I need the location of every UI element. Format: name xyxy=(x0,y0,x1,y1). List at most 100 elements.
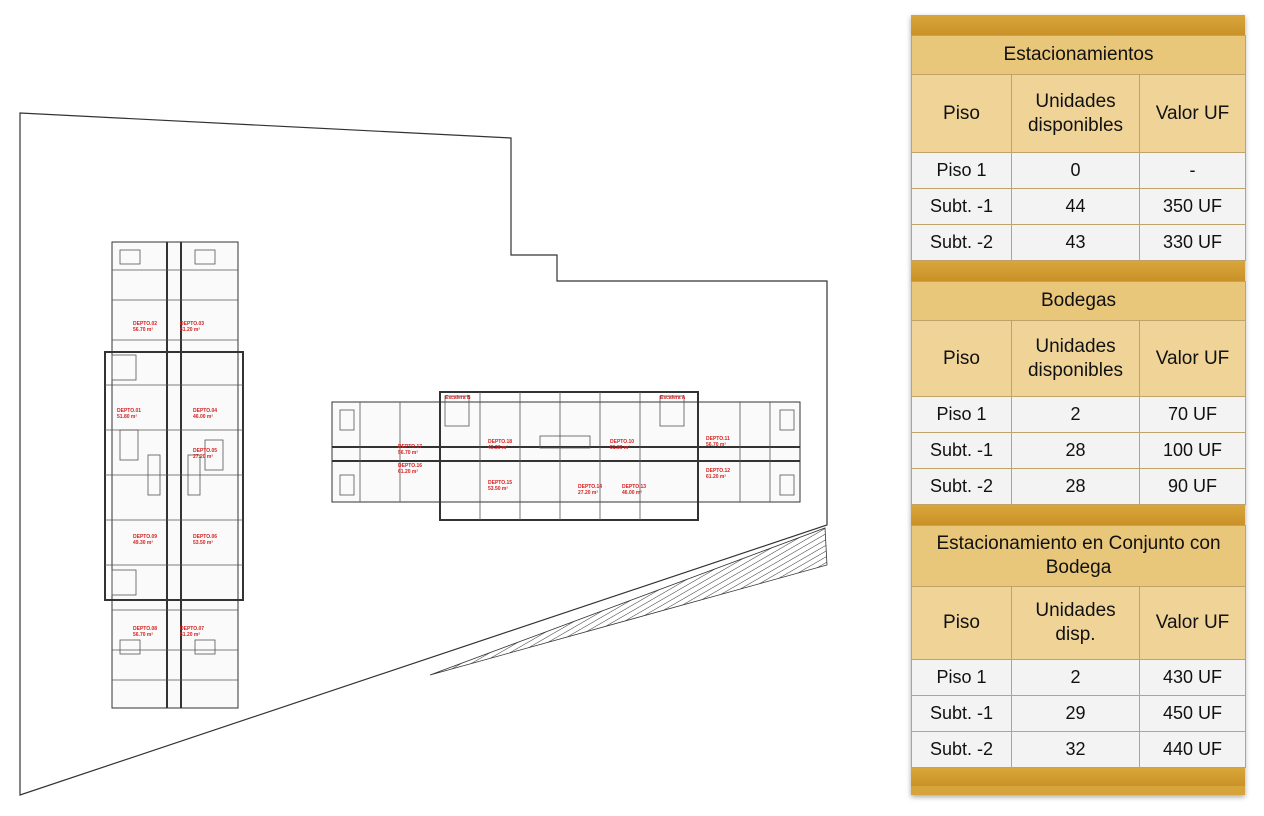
column-header: Piso xyxy=(911,74,1012,153)
stair-label-b: Escalera B xyxy=(445,395,471,401)
column-header: Piso xyxy=(911,586,1012,660)
left-unit-area: 49.30 m² xyxy=(133,540,153,546)
table-cell: Piso 1 xyxy=(911,396,1012,433)
right-unit-area: 53.50 m² xyxy=(488,486,508,492)
table-row: Subt. -1 44 350 UF xyxy=(911,188,1247,225)
table-cell: 450 UF xyxy=(1138,695,1247,732)
hatched-slope xyxy=(429,527,828,676)
table-row: Piso 1 0 - xyxy=(911,152,1247,189)
building-right xyxy=(331,391,801,521)
section-divider xyxy=(911,261,1245,281)
panel-top-band xyxy=(911,15,1245,35)
left-unit-name: DEPTO.07 xyxy=(180,626,204,632)
left-unit-area: 61.20 m² xyxy=(180,327,200,333)
right-unit-name: DEPTO.15 xyxy=(488,480,512,486)
left-unit-name: DEPTO.03 xyxy=(180,321,204,327)
table-cell: 350 UF xyxy=(1138,188,1247,225)
left-unit-area: 56.70 m² xyxy=(133,632,153,638)
table-cell: 440 UF xyxy=(1138,731,1247,768)
left-unit-area: 61.20 m² xyxy=(180,632,200,638)
table-title: Estacionamientos xyxy=(910,35,1247,75)
table-row: Subt. -2 32 440 UF xyxy=(911,731,1247,768)
building-left xyxy=(104,241,244,709)
left-unit-name: DEPTO.09 xyxy=(133,534,157,540)
right-unit-name: DEPTO.14 xyxy=(578,484,602,490)
lot-boundary xyxy=(19,112,828,796)
table-cell: Subt. -1 xyxy=(911,432,1012,469)
column-header: Unidades disp. xyxy=(1011,586,1140,660)
table-row: Piso 1 2 430 UF xyxy=(911,659,1247,696)
right-unit-area: 61.20 m² xyxy=(706,474,726,480)
right-unit-area: 61.20 m² xyxy=(398,469,418,475)
right-unit-name: DEPTO.16 xyxy=(398,463,422,469)
table-cell: 29 xyxy=(1011,695,1140,732)
table-cell: 32 xyxy=(1011,731,1140,768)
right-unit-area: 56.70 m² xyxy=(398,450,418,456)
table-cell: 28 xyxy=(1011,468,1140,505)
column-header: Valor UF xyxy=(1138,586,1247,660)
left-unit-name: DEPTO.08 xyxy=(133,626,157,632)
column-header: Unidades disponibles xyxy=(1011,74,1140,153)
table-title: Bodegas xyxy=(910,281,1247,321)
left-unit-name: DEPTO.01 xyxy=(117,408,141,414)
table-cell: 2 xyxy=(1011,659,1140,696)
left-unit-name: DEPTO.04 xyxy=(193,408,217,414)
table-cell: Subt. -2 xyxy=(911,468,1012,505)
left-unit-name: DEPTO.06 xyxy=(193,534,217,540)
right-unit-area: 51.80 m² xyxy=(610,445,630,451)
stair-label-a: Escalera A xyxy=(660,395,686,401)
column-header: Unidades disponibles xyxy=(1011,320,1140,397)
right-unit-area: 46.00 m² xyxy=(622,490,642,496)
table-row: Piso 1 2 70 UF xyxy=(911,396,1247,433)
right-unit-area: 49.30 m² xyxy=(488,445,508,451)
table-cell: Piso 1 xyxy=(911,152,1012,189)
right-unit-name: DEPTO.18 xyxy=(488,439,512,445)
table-row: Subt. -1 28 100 UF xyxy=(911,432,1247,469)
table-title: Estacionamiento en Conjunto con Bodega xyxy=(910,525,1247,587)
column-header: Valor UF xyxy=(1138,74,1247,153)
right-unit-area: 27.20 m² xyxy=(578,490,598,496)
table-cell: 44 xyxy=(1011,188,1140,225)
table-cell: Subt. -2 xyxy=(911,731,1012,768)
availability-panel: Estacionamientos Piso Unidades disponibl… xyxy=(910,15,1247,795)
table-row: Subt. -2 43 330 UF xyxy=(911,224,1247,261)
parking-table: Estacionamientos Piso Unidades disponibl… xyxy=(910,35,1247,261)
right-unit-name: DEPTO.11 xyxy=(706,436,730,442)
column-header: Piso xyxy=(911,320,1012,397)
right-unit-name: DEPTO.17 xyxy=(398,444,422,450)
right-unit-name: DEPTO.12 xyxy=(706,468,730,474)
table-row: Subt. -1 29 450 UF xyxy=(911,695,1247,732)
panel-bottom-band xyxy=(911,768,1245,786)
storage-table: Bodegas Piso Unidades disponibles Valor … xyxy=(910,281,1247,505)
left-unit-area: 46.00 m² xyxy=(193,414,213,420)
table-cell: 0 xyxy=(1011,152,1140,189)
table-cell: 28 xyxy=(1011,432,1140,469)
table-cell: Piso 1 xyxy=(911,659,1012,696)
table-cell: Subt. -1 xyxy=(911,695,1012,732)
left-unit-area: 53.50 m² xyxy=(193,540,213,546)
table-cell: Subt. -2 xyxy=(911,224,1012,261)
right-unit-name: DEPTO.13 xyxy=(622,484,646,490)
section-divider xyxy=(911,505,1245,525)
left-unit-area: 51.80 m² xyxy=(117,414,137,420)
table-row: Subt. -2 28 90 UF xyxy=(911,468,1247,505)
column-header: Valor UF xyxy=(1138,320,1247,397)
right-unit-name: DEPTO.10 xyxy=(610,439,634,445)
right-unit-area: 56.70 m² xyxy=(706,442,726,448)
left-unit-name: DEPTO.05 xyxy=(193,448,217,454)
table-cell: Subt. -1 xyxy=(911,188,1012,225)
table-cell: 90 UF xyxy=(1138,468,1247,505)
left-unit-area: 27.20 m² xyxy=(193,454,213,460)
table-cell: 2 xyxy=(1011,396,1140,433)
parking-storage-table: Estacionamiento en Conjunto con Bodega P… xyxy=(910,525,1247,768)
table-cell: 330 UF xyxy=(1138,224,1247,261)
left-unit-name: DEPTO.02 xyxy=(133,321,157,327)
table-cell: 430 UF xyxy=(1138,659,1247,696)
table-cell: 43 xyxy=(1011,224,1140,261)
table-cell: 100 UF xyxy=(1138,432,1247,469)
table-cell: - xyxy=(1138,152,1247,189)
left-unit-area: 56.70 m² xyxy=(133,327,153,333)
